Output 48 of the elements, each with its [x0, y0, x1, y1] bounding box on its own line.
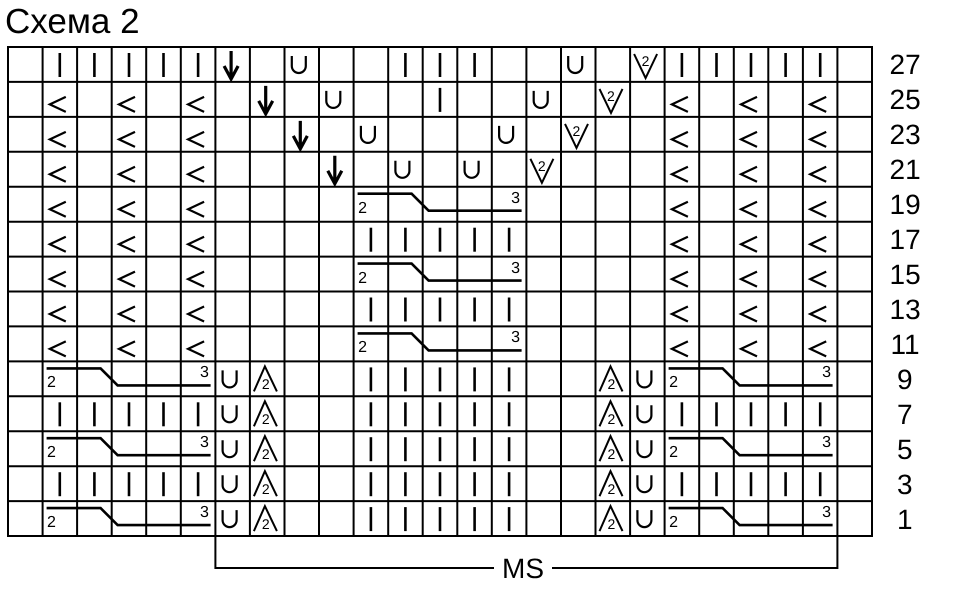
row-number: 23	[890, 121, 921, 150]
stitch-count: 2	[47, 515, 56, 532]
stitch-count: 2	[608, 412, 616, 426]
stitch-count: 2	[262, 517, 270, 532]
stitch-count: 3	[511, 190, 520, 207]
stitch-count: 2	[262, 412, 270, 426]
stitch-count: 3	[511, 260, 520, 277]
stitch-count: 2	[572, 124, 580, 138]
stitch-count: 2	[262, 482, 270, 496]
stitch-count: 2	[607, 88, 615, 103]
row-number: 3	[897, 470, 913, 499]
stitch-count: 2	[262, 447, 270, 462]
stitch-count: 2	[608, 517, 616, 532]
row-number: 11	[890, 330, 920, 359]
stitch-count: 2	[358, 200, 367, 217]
stitch-count: 3	[511, 330, 520, 346]
stitch-count: 2	[262, 377, 270, 392]
stitch-count: 2	[608, 447, 616, 462]
chart-title: Схема 2	[5, 4, 140, 38]
stitch-count: 2	[669, 515, 678, 532]
stitch-count: 3	[822, 435, 832, 452]
stitch-count: 2	[608, 377, 616, 392]
row-number: 17	[890, 226, 921, 254]
row-number: 19	[890, 191, 921, 220]
row-number: 7	[897, 400, 913, 429]
stitch-count: 2	[358, 340, 367, 356]
stitch-count: 2	[608, 482, 616, 496]
row-number: 1	[897, 506, 913, 534]
row-number: 21	[890, 156, 921, 184]
row-number: 25	[890, 86, 921, 114]
stitch-count: 2	[642, 54, 650, 68]
stitch-count: 3	[200, 505, 209, 522]
stitch-count: 3	[200, 435, 209, 452]
stitch-count: 3	[200, 365, 209, 382]
row-number: 5	[897, 436, 913, 464]
stitch-count: 2	[47, 445, 56, 462]
stitch-count: 2	[538, 158, 546, 173]
stitch-count: 2	[669, 445, 678, 462]
stitch-count: 2	[358, 270, 367, 287]
stitch-count: 2	[669, 375, 678, 392]
row-number: 13	[890, 296, 921, 324]
row-number: 9	[897, 366, 913, 394]
stitch-count: 3	[822, 365, 832, 382]
stitch-count: 2	[47, 375, 56, 392]
row-number: 15	[890, 261, 921, 290]
row-number: 27	[890, 51, 921, 80]
stitch-count: 3	[822, 505, 832, 522]
repeat-label: MS	[502, 555, 544, 583]
